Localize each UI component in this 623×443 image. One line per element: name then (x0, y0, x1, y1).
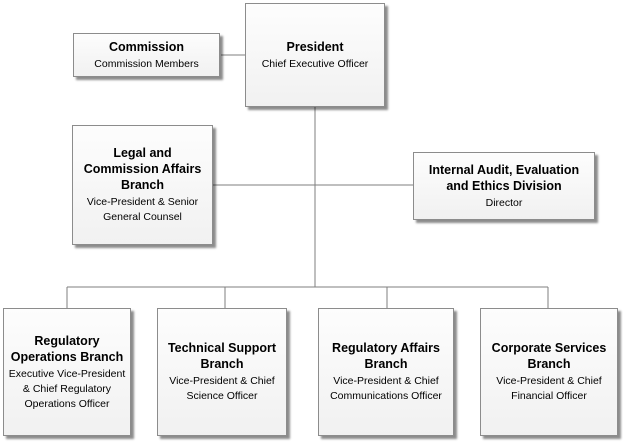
audit-title: Internal Audit, Evaluation and Ethics Di… (428, 162, 580, 193)
president-title: President (286, 39, 344, 54)
regops-box: Regulatory Operations Branch Executive V… (3, 308, 131, 436)
corporate-box: Corporate Services Branch Vice-President… (480, 308, 618, 436)
audit-subtitle: Director (485, 196, 523, 209)
techsupport-box: Technical Support Branch Vice-President … (157, 308, 287, 436)
audit-box: Internal Audit, Evaluation and Ethics Di… (413, 152, 595, 220)
regaffairs-box: Regulatory Affairs Branch Vice-President… (318, 308, 454, 436)
regops-subtitle: Executive Vice-President & Chief Regulat… (8, 367, 126, 410)
legal-subtitle: Vice-President & Senior General Counsel (86, 196, 199, 223)
corporate-title: Corporate Services Branch (491, 341, 607, 371)
president-subtitle: Chief Executive Officer (261, 57, 369, 70)
techsupport-title: Technical Support Branch (167, 341, 277, 371)
regaffairs-title: Regulatory Affairs Branch (332, 341, 440, 371)
legal-box: Legal and Commission Affairs Branch Vice… (72, 125, 213, 245)
regops-title: Regulatory Operations Branch (10, 333, 124, 364)
legal-title: Legal and Commission Affairs Branch (83, 146, 202, 192)
regaffairs-subtitle: Vice-President & Chief Communications Of… (330, 375, 442, 402)
commission-subtitle: Commission Members (94, 57, 199, 70)
commission-box: Commission Commission Members (73, 33, 220, 77)
techsupport-subtitle: Vice-President & Chief Science Officer (169, 375, 275, 402)
corporate-subtitle: Vice-President & Chief Financial Officer (496, 375, 602, 402)
commission-title: Commission (108, 39, 184, 54)
president-box: President Chief Executive Officer (245, 3, 385, 107)
